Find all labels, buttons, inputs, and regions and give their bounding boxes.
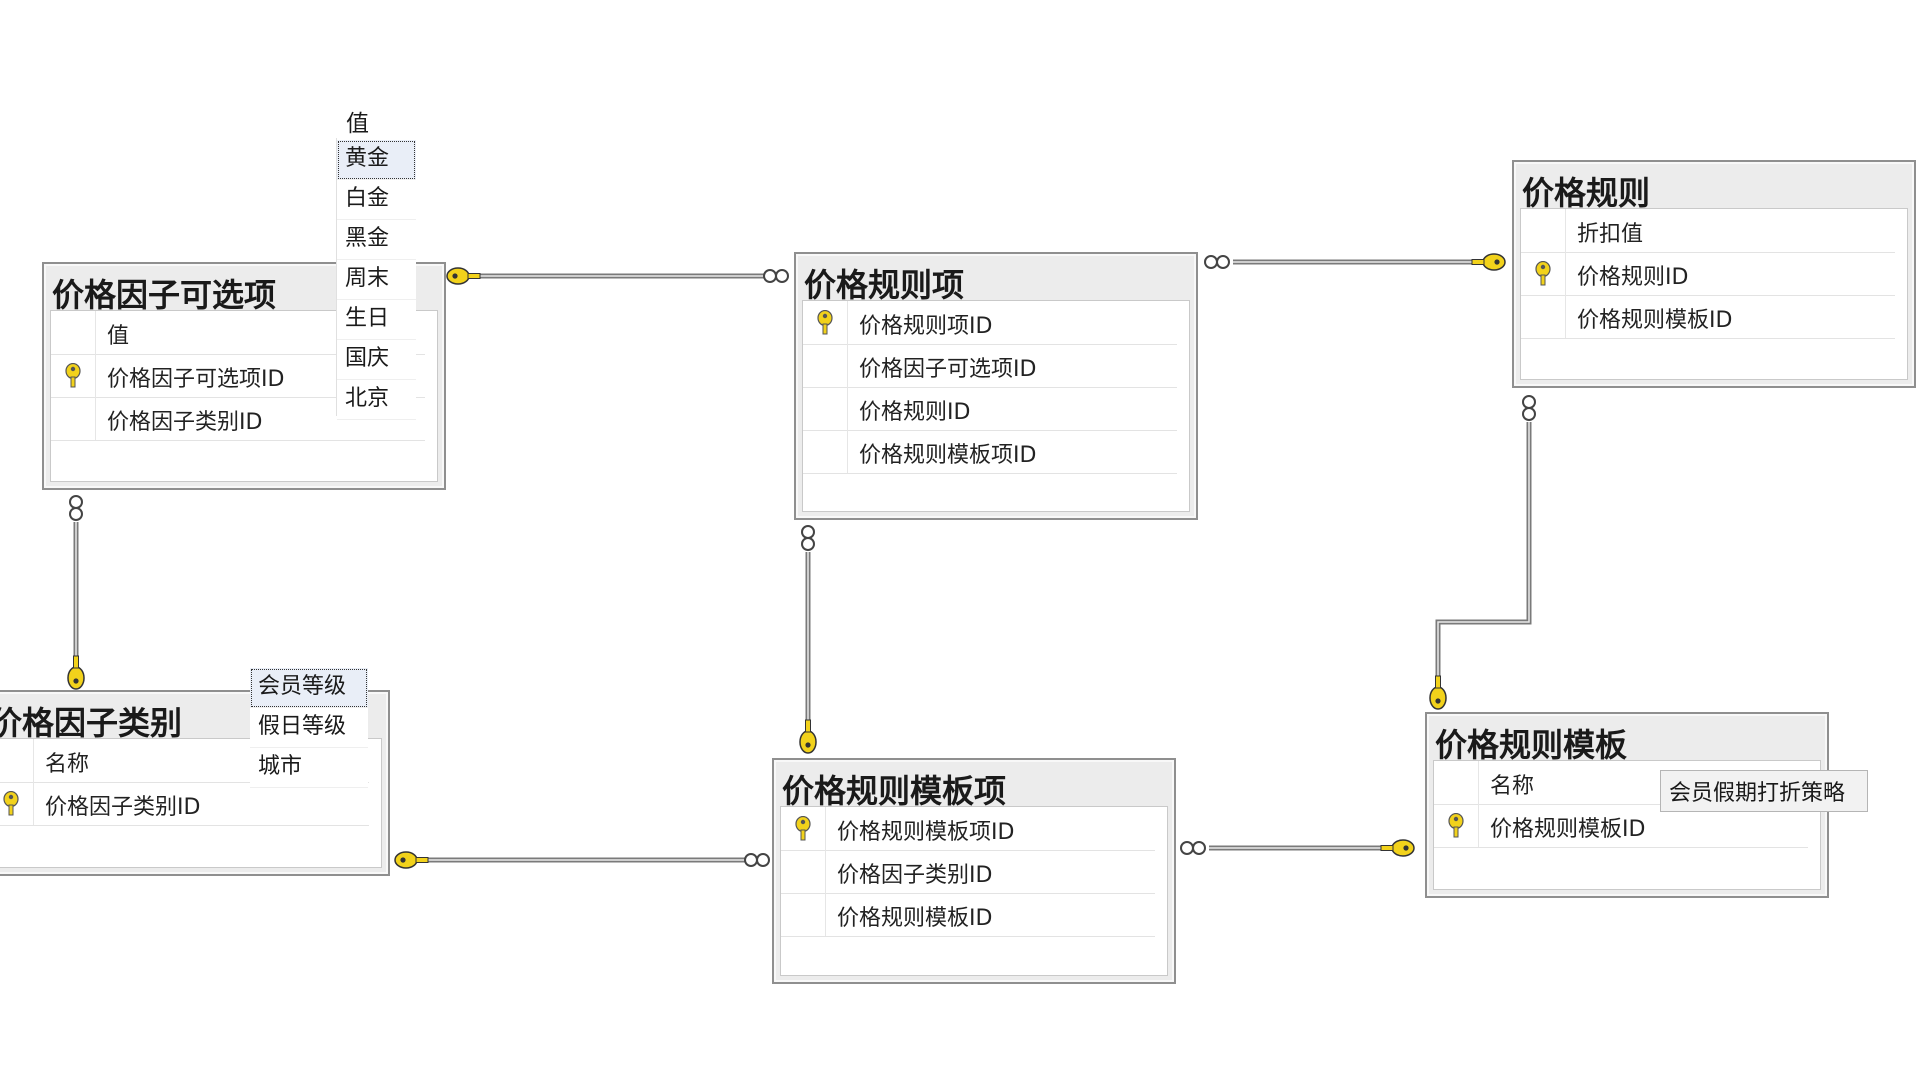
column-name: 价格规则模板ID — [1490, 817, 1646, 842]
column-name: 价格规则项ID — [859, 314, 993, 339]
column-name: 名称 — [1490, 774, 1535, 799]
table-title: 价格规则项 — [804, 266, 965, 304]
column-row[interactable]: 价格规则项ID — [803, 301, 1177, 345]
column-row[interactable]: 价格因子可选项ID — [51, 354, 425, 398]
column-row[interactable]: 价格规则模板ID — [1521, 295, 1895, 339]
row-selector — [0, 739, 34, 782]
table-title: 价格规则模板项 — [782, 772, 1007, 810]
row-selector — [803, 344, 848, 387]
row-selector — [0, 782, 34, 825]
column-row[interactable]: 价格规则模板ID — [781, 893, 1155, 937]
column-row[interactable]: 折扣值 — [1521, 209, 1895, 253]
category-name-list-overlay: 会员等级 假日等级 城市 — [250, 668, 368, 792]
value-option[interactable]: 周末 — [337, 260, 416, 300]
column-row[interactable]: 价格规则模板ID — [1434, 804, 1808, 848]
column-row[interactable]: 名称 — [0, 739, 369, 783]
column-name: 价格规则模板项ID — [859, 443, 1037, 468]
table-title: 价格因子可选项 — [52, 276, 277, 314]
column-name: 价格规则模板ID — [1577, 308, 1733, 333]
column-row[interactable]: 价格因子类别ID — [0, 782, 369, 826]
column-row[interactable]: 名称 — [1434, 761, 1808, 805]
row-selector — [1521, 209, 1566, 252]
column-grid: 折扣值 价格规则ID 价格规则模板ID — [1520, 208, 1908, 380]
row-selector — [803, 301, 848, 344]
template-name-value: 会员假期打折策略 — [1660, 770, 1868, 812]
row-selector — [51, 397, 96, 440]
primary-key-icon — [3, 791, 19, 816]
row-selector — [1521, 252, 1566, 295]
row-selector — [803, 430, 848, 473]
table-title: 价格因子类别 — [0, 704, 183, 742]
column-row[interactable]: 值 — [51, 311, 425, 355]
rel-optional-item-to-rule-item[interactable] — [446, 267, 789, 285]
rel-template-to-rule[interactable] — [1429, 395, 1536, 710]
column-name: 价格规则ID — [1577, 265, 1689, 290]
value-option[interactable]: 国庆 — [337, 340, 416, 380]
primary-key-icon — [795, 816, 811, 841]
value-list-overlay: 值 黄金 白金 黑金 周末 生日 国庆 北京 — [336, 104, 416, 420]
value-option[interactable]: 北京 — [337, 380, 416, 420]
row-selector — [51, 311, 96, 354]
column-row[interactable]: 价格规则模板项ID — [803, 430, 1177, 474]
column-name: 价格规则ID — [859, 400, 971, 425]
value-list-header: 值 — [346, 111, 369, 137]
value-option[interactable]: 黑金 — [337, 220, 416, 260]
primary-key-icon — [1535, 261, 1551, 286]
row-selector — [803, 387, 848, 430]
row-selector — [51, 354, 96, 397]
category-option[interactable]: 城市 — [250, 748, 368, 788]
value-option[interactable]: 生日 — [337, 300, 416, 340]
primary-key-icon — [65, 363, 81, 388]
column-row[interactable]: 价格因子类别ID — [51, 397, 425, 441]
column-row[interactable]: 价格规则ID — [803, 387, 1177, 431]
category-option-selected[interactable]: 会员等级 — [250, 668, 368, 708]
column-row[interactable]: 价格规则ID — [1521, 252, 1895, 296]
template-name-text: 会员假期打折策略 — [1669, 781, 1846, 806]
column-grid: 名称 价格规则模板ID — [1433, 760, 1821, 890]
column-name: 价格因子可选项ID — [107, 367, 285, 392]
table-price-rule-item[interactable]: 价格规则项 价格规则项ID 价格因子可选项ID 价格规则ID 价格规则模板项ID — [794, 252, 1198, 520]
column-name: 价格规则模板ID — [837, 906, 993, 931]
column-name: 价格因子类别ID — [107, 410, 263, 435]
row-selector — [781, 807, 826, 850]
value-list: 黄金 白金 黑金 周末 生日 国庆 北京 — [336, 138, 416, 420]
primary-key-icon — [1448, 813, 1464, 838]
column-name: 价格规则模板项ID — [837, 820, 1015, 845]
column-name: 折扣值 — [1577, 222, 1644, 247]
row-selector — [1434, 761, 1479, 804]
rel-rule-item-to-rule[interactable] — [1204, 253, 1506, 271]
column-grid: 价格规则项ID 价格因子可选项ID 价格规则ID 价格规则模板项ID — [802, 300, 1190, 512]
row-selector — [1434, 804, 1479, 847]
column-name: 价格因子类别ID — [45, 795, 201, 820]
table-price-rule-template-item[interactable]: 价格规则模板项 价格规则模板项ID 价格因子类别ID 价格规则模板ID — [772, 758, 1176, 984]
column-row[interactable]: 价格因子类别ID — [781, 850, 1155, 894]
column-name: 价格因子类别ID — [837, 863, 993, 888]
column-name: 值 — [107, 324, 130, 349]
column-row[interactable]: 价格规则模板项ID — [781, 807, 1155, 851]
rel-template-to-template-item[interactable] — [1180, 839, 1415, 857]
column-name: 价格因子可选项ID — [859, 357, 1037, 382]
table-price-factor-category[interactable]: 价格因子类别 名称 价格因子类别ID — [0, 690, 390, 876]
rel-template-item-to-rule-item[interactable] — [799, 525, 817, 754]
value-option-selected[interactable]: 黄金 — [337, 140, 416, 180]
rel-category-to-optional-item[interactable] — [67, 495, 85, 690]
category-option[interactable]: 假日等级 — [250, 708, 368, 748]
table-title: 价格规则 — [1522, 174, 1651, 212]
row-selector — [781, 893, 826, 936]
table-price-rule[interactable]: 价格规则 折扣值 价格规则ID 价格规则模板ID — [1512, 160, 1916, 388]
column-row[interactable]: 价格因子可选项ID — [803, 344, 1177, 388]
rel-category-to-template-item[interactable] — [394, 851, 770, 869]
column-grid: 价格规则模板项ID 价格因子类别ID 价格规则模板ID — [780, 806, 1168, 976]
row-selector — [781, 850, 826, 893]
primary-key-icon — [817, 310, 833, 335]
row-selector — [1521, 295, 1566, 338]
table-title: 价格规则模板 — [1435, 726, 1628, 764]
column-name: 名称 — [45, 752, 90, 777]
value-option[interactable]: 白金 — [337, 180, 416, 220]
